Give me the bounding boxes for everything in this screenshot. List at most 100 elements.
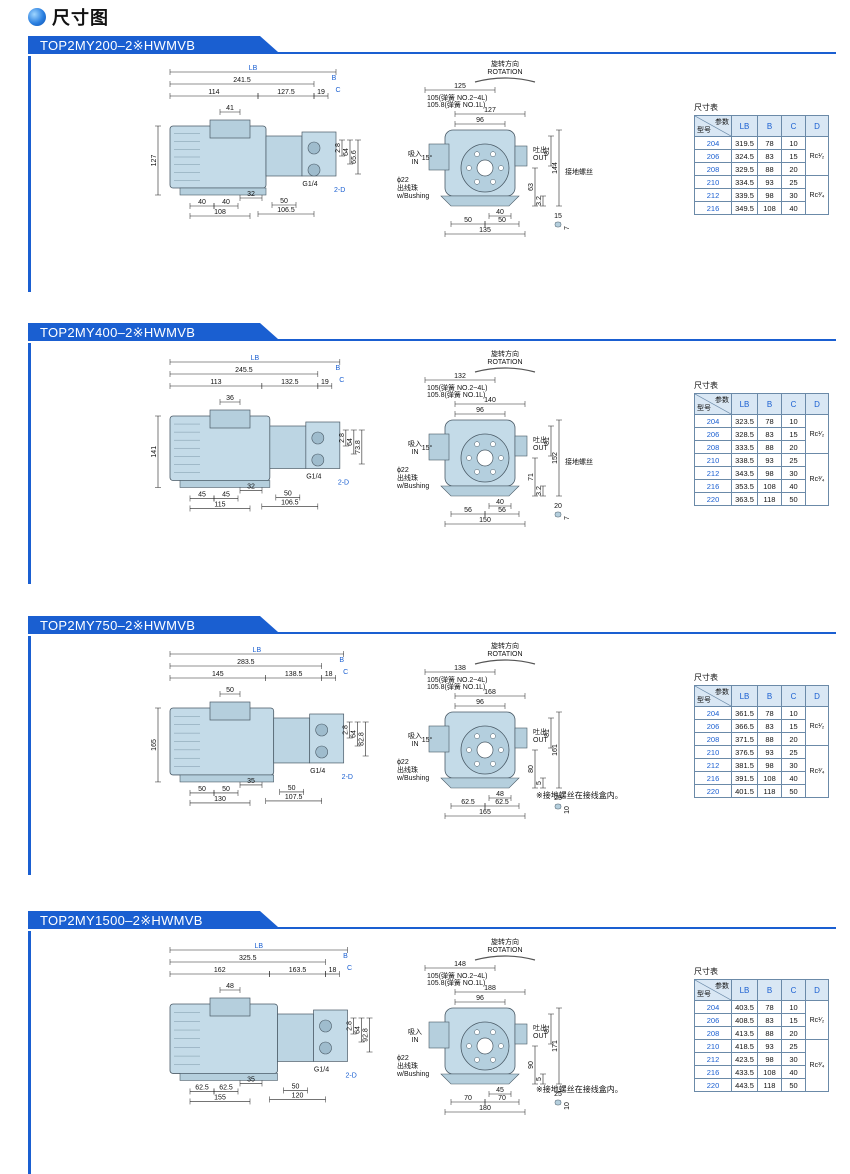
front-flange-dim: 96 xyxy=(476,699,484,706)
cell-c: 15 xyxy=(781,1013,806,1027)
ground-screw-label: 接地螺丝 xyxy=(565,167,593,176)
coupling-housing xyxy=(277,1013,314,1062)
rotation-label-en: ROTATION xyxy=(487,947,522,954)
column-header-c: C xyxy=(781,115,806,137)
front-v2-dim: 171 xyxy=(552,1040,559,1052)
cell-c: 15 xyxy=(781,427,806,441)
rotation-arrow-icon xyxy=(474,77,536,83)
key-dim-label: 10 xyxy=(564,806,571,814)
cell-c: 50 xyxy=(781,492,806,506)
front-v1-dim: 81 xyxy=(544,437,551,445)
cell-lb: 433.5 xyxy=(731,1065,758,1079)
bottom-dim: 35 xyxy=(247,778,255,785)
cell-b: 78 xyxy=(757,706,782,720)
cell-model: 216 xyxy=(694,201,732,215)
cell-lb: 328.5 xyxy=(731,427,758,441)
angle-label: 15° xyxy=(422,444,433,452)
v1-dim: 2.8 xyxy=(343,725,350,735)
bolt-hole xyxy=(466,1043,472,1049)
shaft-circle xyxy=(476,1037,494,1055)
pipe-dia-label: ϕ22 xyxy=(397,1055,409,1062)
coupling-housing xyxy=(269,425,307,469)
bottom-dim: 50 xyxy=(292,1083,300,1090)
outlet-label-cn: 吐出 xyxy=(533,727,547,736)
front-flange-dim: 96 xyxy=(476,407,484,414)
b-label: B xyxy=(332,75,337,82)
seg3-dim: 18 xyxy=(329,967,337,974)
front-top-dim: 132 xyxy=(454,373,466,380)
cell-d: Rc¹⁄₂ xyxy=(805,706,829,746)
seg1-dim: 114 xyxy=(208,89,219,96)
d-port-label: 2-D xyxy=(342,774,353,781)
cell-b: 108 xyxy=(757,1065,782,1079)
front-top-dim: 138 xyxy=(454,665,466,672)
shaft-circle xyxy=(476,159,494,177)
cell-b: 118 xyxy=(757,492,782,506)
key-dim-label: 20 xyxy=(554,503,562,510)
rotation-label-cn: 旋转方向 xyxy=(491,641,519,650)
cell-model: 204 xyxy=(694,706,732,720)
inlet-label-cn: 吸入 xyxy=(408,1028,422,1036)
outlet-block xyxy=(514,435,528,457)
rotation-arrow-icon xyxy=(474,659,536,665)
side-width-dim: 245.5 xyxy=(235,367,253,374)
c-label: C xyxy=(347,965,352,972)
section-title: TOP2MY750–2※HWMVB xyxy=(40,618,196,633)
column-header-b: B xyxy=(757,979,782,1001)
front-v3-dim: 90 xyxy=(528,1061,535,1069)
cell-model: 210 xyxy=(694,745,732,759)
front-bottom-dim: 50 xyxy=(464,217,472,224)
port-circle xyxy=(319,1041,332,1055)
v2-dim: 64 xyxy=(343,148,350,156)
cell-model: 204 xyxy=(694,136,732,150)
bolt-hole xyxy=(474,1029,480,1035)
cell-model: 210 xyxy=(694,1039,732,1053)
bottom-dim: 155 xyxy=(214,1094,226,1101)
angle-label: 15° xyxy=(422,154,433,162)
cell-d: Rc¹⁄₂ xyxy=(805,1000,829,1040)
seg2-dim: 132.5 xyxy=(281,379,299,386)
front-bottom-dim: 50 xyxy=(498,217,506,224)
spring-note-2: 105(弹簧 NO.2~4L) xyxy=(427,383,488,392)
side-width-dim: 241.5 xyxy=(233,77,251,84)
table-corner-header: 参数型号 xyxy=(694,393,732,415)
page-title: 尺寸图 xyxy=(52,8,109,29)
c-label: C xyxy=(335,87,340,94)
pipe-dia-label: ϕ22 xyxy=(397,467,409,474)
b-label: B xyxy=(343,953,348,960)
cell-model: 212 xyxy=(694,758,732,772)
bushing-label-en: w/Bushing xyxy=(396,193,429,200)
bolt-hole xyxy=(490,1057,496,1063)
rotation-label-en: ROTATION xyxy=(487,69,522,76)
angle-label: 15° xyxy=(422,736,433,744)
cell-b: 88 xyxy=(757,732,782,746)
bottom-dim: 45 xyxy=(198,491,206,498)
cell-d: Rc¹⁄₂ xyxy=(805,136,829,176)
cell-c: 40 xyxy=(781,201,806,215)
cell-model: 208 xyxy=(694,162,732,176)
bolt-hole xyxy=(474,1057,480,1063)
bottom-dim: 106.5 xyxy=(281,499,299,506)
model-header: 型号 xyxy=(697,404,711,412)
cell-model: 208 xyxy=(694,440,732,454)
cell-model: 206 xyxy=(694,719,732,733)
front-v3-dim: 71 xyxy=(528,473,535,481)
lb-label: LB xyxy=(253,647,262,654)
cell-c: 20 xyxy=(781,162,806,176)
front-flange-dim: 96 xyxy=(476,117,484,124)
bottom-dim: 50 xyxy=(198,786,206,793)
cell-model: 210 xyxy=(694,453,732,467)
thread-label: G1/4 xyxy=(314,1066,329,1073)
inlet-label-cn: 吸入 xyxy=(408,732,422,740)
inlet-label-cn: 吸入 xyxy=(408,150,422,158)
cell-lb: 381.5 xyxy=(731,758,758,772)
cell-model: 208 xyxy=(694,732,732,746)
